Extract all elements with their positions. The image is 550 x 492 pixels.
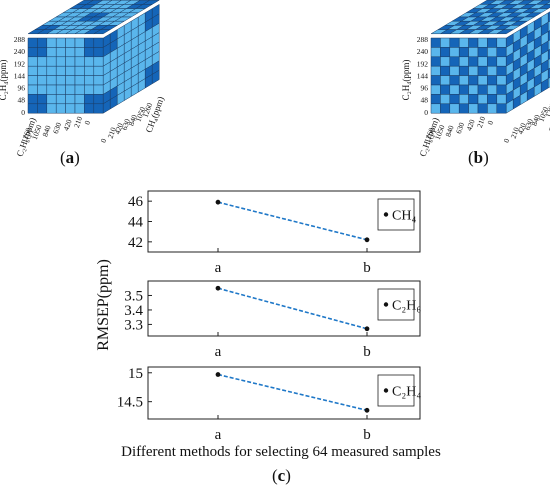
y-tick-label: 44 (128, 215, 144, 231)
z-axis-label: C₂H₄(ppm) (0, 60, 8, 101)
y-tick-label: 840 (530, 113, 542, 127)
legend-marker (383, 388, 389, 393)
y-tick-label: 1050 (537, 105, 550, 122)
x-tick-label: 210 (72, 115, 84, 129)
y-tick-label: 0 (99, 137, 109, 144)
x-tick-label: a (215, 344, 222, 360)
data-point (364, 407, 370, 413)
x-axis-label: Different methods for selecting 64 measu… (121, 444, 441, 460)
series-line (217, 287, 368, 330)
data-point (215, 285, 221, 291)
z-tick-label: 192 (417, 59, 429, 68)
z-tick-label: 240 (417, 47, 429, 56)
panel-frame (147, 280, 421, 337)
z-tick-label: 48 (421, 96, 429, 105)
z-tick-label: 48 (18, 96, 26, 105)
z-tick-label: 144 (14, 71, 26, 80)
x-tick-label: b (363, 260, 371, 276)
y-tick-label: 420 (113, 122, 125, 136)
x-tick-label: 420 (464, 118, 476, 132)
panel-frame (147, 366, 421, 420)
series-line (217, 373, 368, 412)
data-point (215, 372, 221, 377)
x-tick-label: 420 (61, 118, 73, 132)
y-tick-label: 210 (509, 126, 521, 140)
data-point (215, 199, 221, 205)
y-tick-label: 3.3 (124, 317, 143, 333)
y-tick-label: 420 (516, 122, 528, 136)
panel-3: 14.5 15 a b C₂H₄ (117, 366, 422, 443)
x-tick-label: a (215, 260, 222, 276)
panel-2: 3.33.43.5 a b C₂H₆ (124, 280, 421, 360)
y-tick-label: 210 (106, 126, 118, 140)
z-tick-label: 240 (14, 47, 26, 56)
cube-cell (151, 69, 160, 85)
z-tick-label: 0 (21, 108, 25, 117)
y-tick-label: 840 (127, 113, 139, 127)
x-tick-label: 210 (475, 115, 487, 129)
y-axis-label: RMSEP(ppm) (95, 259, 112, 351)
y-tick-label: 3.5 (124, 288, 143, 304)
caption-a: (a) (60, 148, 80, 167)
panel-1: 42 44 46 a b CH₄ (128, 190, 421, 276)
z-tick-label: 288 (14, 35, 26, 44)
caption-b: (b) (468, 148, 489, 167)
x-tick-label: 840 (443, 124, 455, 138)
y-tick-label: 42 (128, 235, 143, 251)
cube-cell (544, 1, 550, 5)
series-line (217, 201, 368, 241)
y-tick-label: 46 (128, 194, 144, 210)
x-tick-label: 630 (454, 121, 466, 135)
y-tick-label: 630 (120, 117, 132, 131)
cube-cell (495, 29, 515, 35)
z-tick-label: 0 (424, 108, 428, 117)
data-point (364, 326, 370, 332)
z-tick-label: 96 (18, 84, 26, 93)
y-tick-label: 1260 (544, 101, 550, 118)
z-tick-label: 96 (421, 84, 429, 93)
z-tick-label: 144 (417, 71, 429, 80)
x-tick-label: b (363, 344, 371, 360)
x-tick-label: 840 (40, 124, 52, 138)
x-tick-label: 0 (82, 119, 92, 126)
y-tick-label: 0 (502, 137, 512, 144)
z-tick-label: 192 (14, 59, 26, 68)
x-tick-label: a (215, 427, 222, 443)
caption-c: (c) (272, 466, 291, 485)
legend-marker (383, 212, 389, 217)
cube-cell (92, 29, 112, 35)
y-tick-label: 15 (128, 366, 143, 382)
x-tick-label: 630 (51, 121, 63, 135)
legend-label: C₂H₆ (392, 299, 421, 314)
x-tick-label: b (363, 427, 371, 443)
x-tick-label: 0 (485, 119, 495, 126)
legend-label: C₂H₄ (392, 385, 421, 400)
y-tick-label: 630 (523, 117, 535, 131)
y-tick-label: 14.5 (117, 395, 143, 411)
z-axis-label: C₂H₄(ppm) (401, 60, 411, 101)
z-tick-label: 288 (417, 35, 429, 44)
legend-label: CH₄ (392, 209, 416, 224)
legend-marker (383, 302, 389, 307)
data-point (364, 237, 370, 243)
y-tick-label: 3.4 (124, 303, 143, 319)
